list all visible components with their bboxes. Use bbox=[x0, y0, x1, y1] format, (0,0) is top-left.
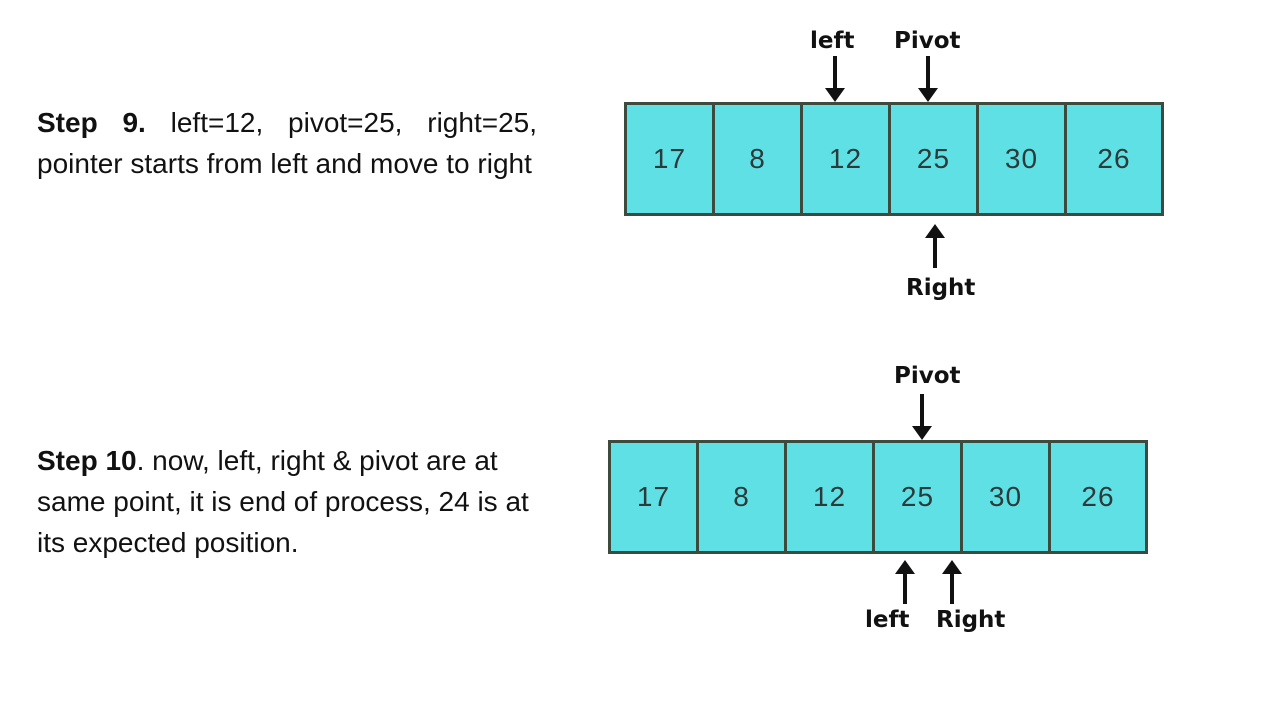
step-9-right-arrow-icon bbox=[925, 224, 945, 268]
array-cell: 17 bbox=[627, 105, 715, 213]
array-cell: 12 bbox=[787, 443, 875, 551]
step-9-array: 17 8 12 25 30 26 bbox=[624, 102, 1164, 216]
step-10-pivot-label: Pivot bbox=[894, 363, 961, 389]
step-9-left-label: left bbox=[810, 28, 855, 54]
step-10-text: . now, left, right & pivot are at same p… bbox=[37, 445, 529, 558]
step-10-heading: Step 10 bbox=[37, 445, 137, 476]
step-10-array: 17 8 12 25 30 26 bbox=[608, 440, 1148, 554]
array-cell: 8 bbox=[715, 105, 803, 213]
step-10-description: Step 10. now, left, right & pivot are at… bbox=[37, 440, 537, 563]
step-9-heading: Step 9. bbox=[37, 107, 146, 138]
step-10-pivot-arrow-icon bbox=[912, 394, 932, 440]
array-cell: 30 bbox=[979, 105, 1067, 213]
array-cell: 8 bbox=[699, 443, 787, 551]
array-cell: 26 bbox=[1051, 443, 1145, 551]
array-cell: 25 bbox=[891, 105, 979, 213]
step-9-pivot-arrow-icon bbox=[918, 56, 938, 102]
step-10-right-arrow-icon bbox=[942, 560, 962, 604]
step-9-pivot-label: Pivot bbox=[894, 28, 961, 54]
step-9-left-arrow-icon bbox=[825, 56, 845, 102]
step-9-description: Step 9. left=12, pivot=25, right=25, poi… bbox=[37, 102, 537, 184]
step-10-right-label: Right bbox=[936, 607, 1006, 633]
array-cell: 12 bbox=[803, 105, 891, 213]
array-cell: 17 bbox=[611, 443, 699, 551]
array-cell: 26 bbox=[1067, 105, 1161, 213]
step-9-text: left=12, pivot=25, right=25, pointer sta… bbox=[37, 107, 537, 179]
step-10-left-arrow-icon bbox=[895, 560, 915, 604]
array-cell: 30 bbox=[963, 443, 1051, 551]
step-9-right-label: Right bbox=[906, 275, 976, 301]
array-cell: 25 bbox=[875, 443, 963, 551]
step-10-left-label: left bbox=[865, 607, 910, 633]
